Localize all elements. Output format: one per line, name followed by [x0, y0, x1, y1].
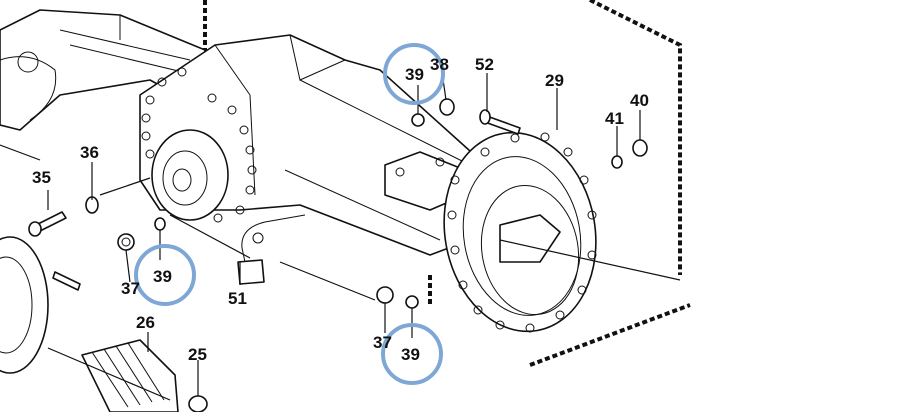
axle-housing — [139, 34, 481, 256]
callout-52: 52 — [475, 55, 494, 74]
callout-labels: 35 36 37 39 51 26 25 39 38 52 29 41 40 3… — [32, 55, 649, 364]
callout-37-left: 37 — [121, 279, 140, 298]
bolt-35 — [28, 211, 67, 237]
callout-40: 40 — [630, 91, 649, 110]
callout-38: 38 — [430, 55, 449, 74]
callout-39-left: 39 — [153, 267, 172, 286]
callout-51: 51 — [228, 289, 247, 308]
callout-26: 26 — [136, 313, 155, 332]
callout-39-top: 39 — [405, 65, 424, 84]
input-flange — [151, 129, 229, 221]
o-ring-39-bottom — [405, 295, 419, 309]
highlight-circle-bottom — [381, 323, 443, 385]
nut-38 — [439, 98, 455, 116]
callout-36: 36 — [80, 143, 99, 162]
callout-29: 29 — [545, 71, 564, 90]
o-ring-41 — [611, 155, 623, 169]
pin — [52, 271, 81, 291]
o-ring-39-top — [411, 113, 425, 127]
callout-35: 35 — [32, 168, 51, 187]
callout-39-bottom: 39 — [401, 345, 420, 364]
highlight-circles — [134, 43, 445, 385]
sensor-51 — [237, 214, 306, 285]
callout-41: 41 — [605, 109, 624, 128]
callout-37-right: 37 — [373, 333, 392, 352]
o-ring-39-left — [154, 217, 166, 231]
brake-drum — [0, 236, 49, 374]
shaft-gear-26 — [81, 339, 179, 412]
housing-bolt-ring — [141, 67, 257, 223]
washer-25 — [188, 395, 208, 412]
nut-37-right — [376, 286, 394, 304]
nut-40 — [632, 139, 648, 157]
nut-37-left — [117, 233, 135, 251]
callout-25: 25 — [188, 345, 207, 364]
bolt-52 — [479, 109, 521, 135]
highlight-circle-top — [383, 43, 445, 105]
highlight-circle-left — [134, 244, 196, 306]
